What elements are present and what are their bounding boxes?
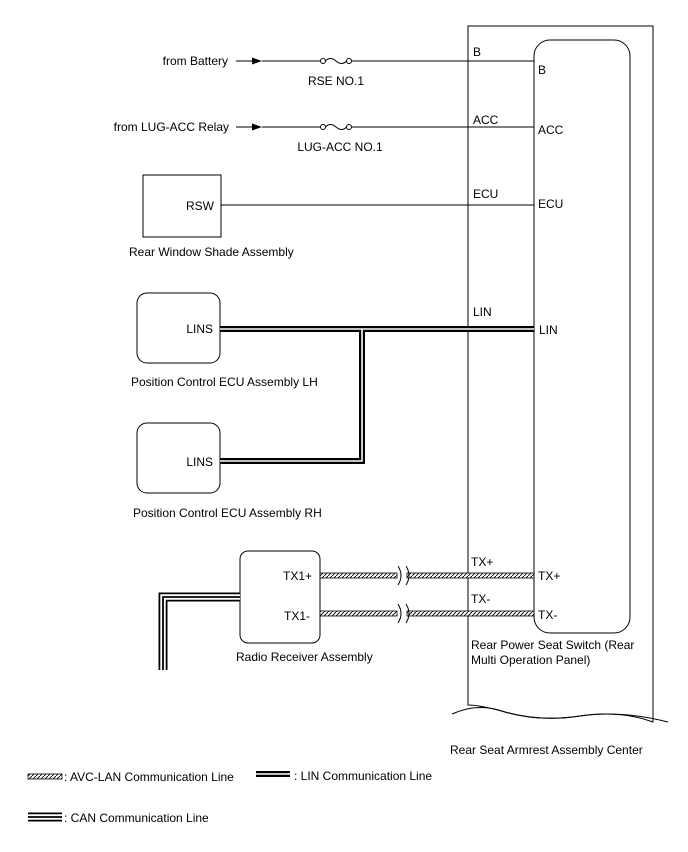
fuse-rse-terminal-right: [346, 58, 352, 64]
avc-lan-tx-minus-segment-1: [319, 610, 398, 617]
from-battery-label: from Battery: [163, 54, 228, 68]
terminal-b-label: B: [538, 63, 546, 77]
position-ecu-rh-label: Position Control ECU Assembly RH: [133, 506, 322, 520]
terminal-tx-plus-label: TX+: [538, 569, 560, 583]
terminal-ecu-label: ECU: [538, 197, 563, 211]
avc-lan-tx-plus-segment-2: [406, 572, 535, 579]
lins-lh-terminal-label: LINS: [186, 322, 213, 336]
rear-power-seat-switch-label-line2: Multi Operation Panel): [471, 653, 590, 667]
legend-avc-lan-label: : AVC-LAN Communication Line: [64, 770, 234, 784]
can-communication-line: [158, 592, 240, 670]
radio-receiver-box: [239, 550, 321, 644]
fuse-rse-terminal-left: [320, 58, 326, 64]
armrest-center-label: Rear Seat Armrest Assembly Center: [450, 743, 643, 757]
fuse-lug-acc-terminal-right: [346, 124, 352, 130]
from-lug-acc-relay-label: from LUG-ACC Relay: [114, 120, 229, 134]
rear-power-seat-switch-label-line1: Rear Power Seat Switch (Rear: [471, 638, 634, 652]
position-ecu-lh-label: Position Control ECU Assembly LH: [131, 375, 318, 389]
avc-lan-tx-plus-segment-1: [319, 572, 398, 579]
fuse-lug-acc-icon: [325, 124, 347, 130]
fuse-lug-acc-no1-label: LUG-ACC NO.1: [297, 140, 383, 154]
battery-arrow-icon: [252, 57, 262, 65]
armrest-break-line: [451, 707, 669, 723]
radio-receiver-label: Radio Receiver Assembly: [236, 650, 373, 664]
avc-lan-tx-minus-segment-2: [406, 610, 535, 617]
lin-communication-line: [220, 326, 534, 464]
relay-arrow-icon: [252, 123, 262, 131]
rsw-terminal-label: RSW: [186, 199, 215, 213]
terminal-acc-label: ACC: [538, 123, 564, 137]
connector-label-b: B: [473, 45, 481, 59]
tx-minus-break-icon: [397, 603, 410, 624]
terminal-tx-minus-label: TX-: [538, 608, 557, 622]
terminal-lin-label: LIN: [539, 323, 558, 337]
fuse-lug-acc-terminal-left: [320, 124, 326, 130]
legend-lin-label: : LIN Communication Line: [294, 769, 432, 783]
legend-can-label: : CAN Communication Line: [64, 811, 209, 825]
tx-plus-break-icon: [397, 565, 410, 586]
connector-label-lin: LIN: [473, 305, 492, 319]
fuse-rse-icon: [325, 58, 347, 64]
tx1-plus-terminal-label: TX1+: [283, 569, 312, 583]
rear-power-seat-switch-box: [533, 39, 631, 634]
lins-rh-terminal-label: LINS: [186, 455, 213, 469]
connector-label-ecu: ECU: [473, 187, 498, 201]
fuse-rse-no1-label: RSE NO.1: [308, 74, 364, 88]
rear-window-shade-label: Rear Window Shade Assembly: [129, 245, 294, 259]
connector-label-tx-plus: TX+: [471, 555, 493, 569]
rear-window-shade-box: [142, 174, 222, 238]
connector-label-tx-minus: TX-: [471, 592, 490, 606]
tx1-minus-terminal-label: TX1-: [284, 609, 310, 623]
connector-label-acc: ACC: [473, 113, 499, 127]
legend-avc-lan-swatch: [27, 773, 63, 780]
